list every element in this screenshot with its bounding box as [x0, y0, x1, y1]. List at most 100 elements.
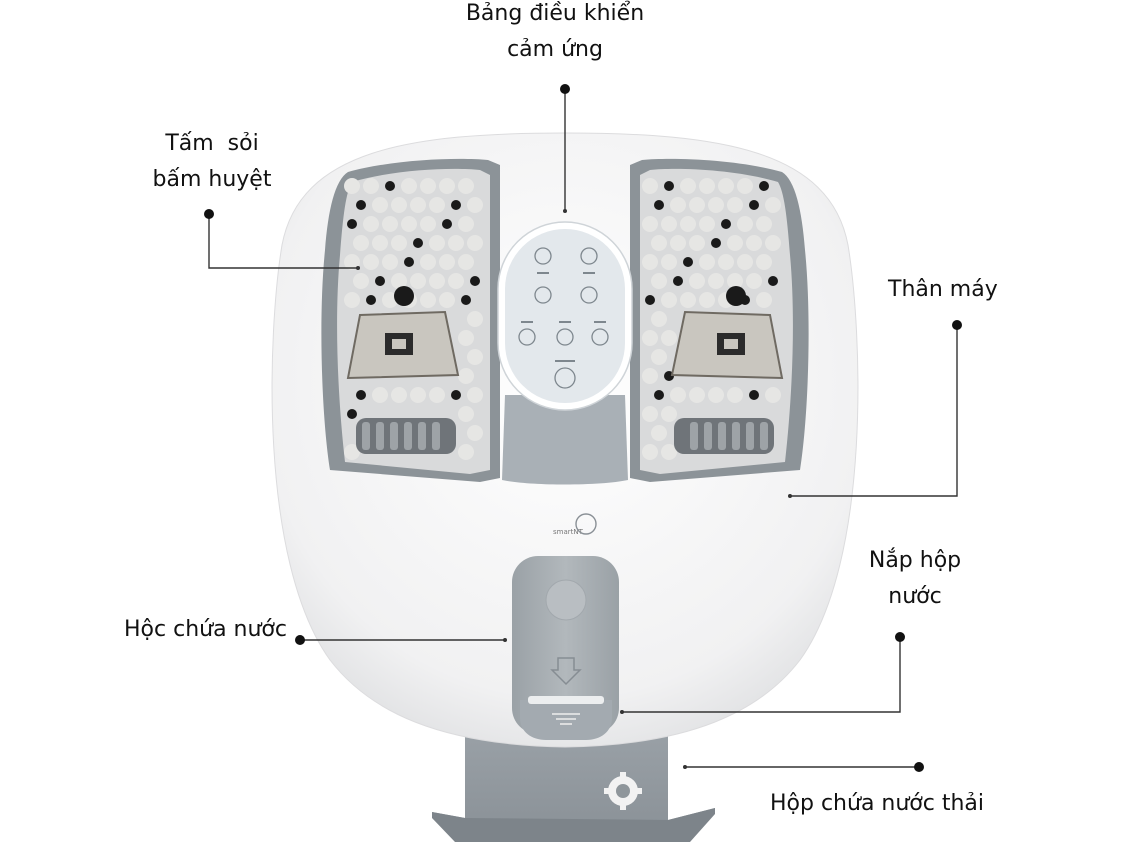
- massage-stone: [651, 235, 667, 251]
- center-column: [502, 395, 628, 485]
- label-waste-box: Hộp chứa nước thải: [770, 786, 984, 822]
- label-water-compartment: Hộc chứa nước: [124, 612, 287, 648]
- massage-stone: [661, 292, 677, 308]
- label-body-text: Thân máy: [888, 277, 998, 302]
- massage-stone: [718, 178, 734, 194]
- massage-stone: [727, 197, 743, 213]
- massage-stone: [746, 235, 762, 251]
- massage-stone: [661, 330, 677, 346]
- acupressure-hole: [347, 219, 357, 229]
- massage-stone: [420, 292, 436, 308]
- label-control-panel: Bảng điều khiển cảm ứng: [430, 0, 680, 68]
- massage-stone: [642, 406, 658, 422]
- massage-stone: [756, 216, 772, 232]
- water-tank-lid: [520, 696, 612, 740]
- acupressure-hole: [356, 200, 366, 210]
- acupressure-hole: [683, 257, 693, 267]
- left-foot-cavity: [321, 158, 500, 482]
- right-foot-cavity: [630, 158, 809, 482]
- massage-stone: [410, 197, 426, 213]
- massage-stone: [401, 178, 417, 194]
- label-control-panel-line2: cảm ứng: [507, 37, 603, 62]
- massage-stone: [439, 292, 455, 308]
- massage-stone: [458, 444, 474, 460]
- massage-stone: [467, 197, 483, 213]
- massage-stone: [699, 292, 715, 308]
- massage-stone: [708, 273, 724, 289]
- massage-stone: [458, 368, 474, 384]
- acupressure-hole: [721, 219, 731, 229]
- lid-release-icon: [552, 713, 580, 725]
- acupressure-hole: [461, 295, 471, 305]
- massage-stone: [382, 216, 398, 232]
- massage-stone: [448, 235, 464, 251]
- label-water-lid: Nắp hộp nước: [840, 543, 990, 615]
- massage-stone: [661, 406, 677, 422]
- massage-stone: [391, 273, 407, 289]
- massage-stone: [353, 235, 369, 251]
- massage-stone: [458, 406, 474, 422]
- massage-stone: [689, 197, 705, 213]
- acupressure-hole: [413, 238, 423, 248]
- massage-stone: [651, 349, 667, 365]
- label-water-lid-line1: Nắp hộp: [868, 548, 962, 573]
- left-stone-plate: [344, 178, 483, 460]
- massage-stone: [467, 425, 483, 441]
- massage-stone: [689, 273, 705, 289]
- massage-stone: [756, 292, 772, 308]
- massage-stone: [467, 349, 483, 365]
- massage-stone: [458, 178, 474, 194]
- acupressure-hole: [645, 295, 655, 305]
- massage-stone: [344, 254, 360, 270]
- massage-stone: [680, 178, 696, 194]
- label-water-lid-line2: nước: [888, 584, 942, 609]
- massage-stone: [708, 387, 724, 403]
- massage-stone: [689, 235, 705, 251]
- label-body: Thân máy: [888, 272, 998, 308]
- acupressure-hole: [759, 181, 769, 191]
- waste-box: [432, 728, 715, 842]
- massage-stone: [410, 387, 426, 403]
- acupressure-hole: [385, 181, 395, 191]
- massage-stone: [670, 387, 686, 403]
- massage-stone: [439, 254, 455, 270]
- massage-stone: [429, 273, 445, 289]
- massage-stone: [372, 197, 388, 213]
- acupressure-hole: [664, 181, 674, 191]
- acupressure-hole: [749, 200, 759, 210]
- massage-stone: [737, 254, 753, 270]
- massage-stone: [746, 273, 762, 289]
- massage-stone: [429, 197, 445, 213]
- acupressure-hole: [654, 200, 664, 210]
- massage-stone: [661, 254, 677, 270]
- brand-logo: smartNT: [553, 513, 597, 536]
- massage-stone: [363, 216, 379, 232]
- arrow-down-icon: [550, 657, 582, 686]
- massage-stone: [391, 235, 407, 251]
- massage-stone: [651, 311, 667, 327]
- massage-stone: [363, 178, 379, 194]
- massage-stone: [467, 311, 483, 327]
- massage-stone: [737, 216, 753, 232]
- label-water-compartment-text: Hộc chứa nước: [124, 617, 287, 642]
- massage-stone: [458, 330, 474, 346]
- acupressure-hole: [442, 219, 452, 229]
- massage-stone: [727, 235, 743, 251]
- acupressure-hole: [347, 409, 357, 419]
- massage-stone: [458, 216, 474, 232]
- massage-stone: [651, 273, 667, 289]
- massage-stone: [737, 178, 753, 194]
- massage-stone: [372, 387, 388, 403]
- label-waste-box-text: Hộp chứa nước thải: [770, 791, 985, 816]
- massage-stone: [642, 368, 658, 384]
- label-stone-plate: Tấm sỏi bấm huyệt: [122, 126, 302, 198]
- massage-stone: [765, 387, 781, 403]
- acupressure-hole-large: [394, 286, 414, 306]
- massage-stone: [429, 235, 445, 251]
- water-tank: [512, 556, 619, 734]
- massage-stone: [391, 387, 407, 403]
- massage-stone: [439, 178, 455, 194]
- massage-stone: [420, 254, 436, 270]
- right-stone-plate: [642, 178, 781, 460]
